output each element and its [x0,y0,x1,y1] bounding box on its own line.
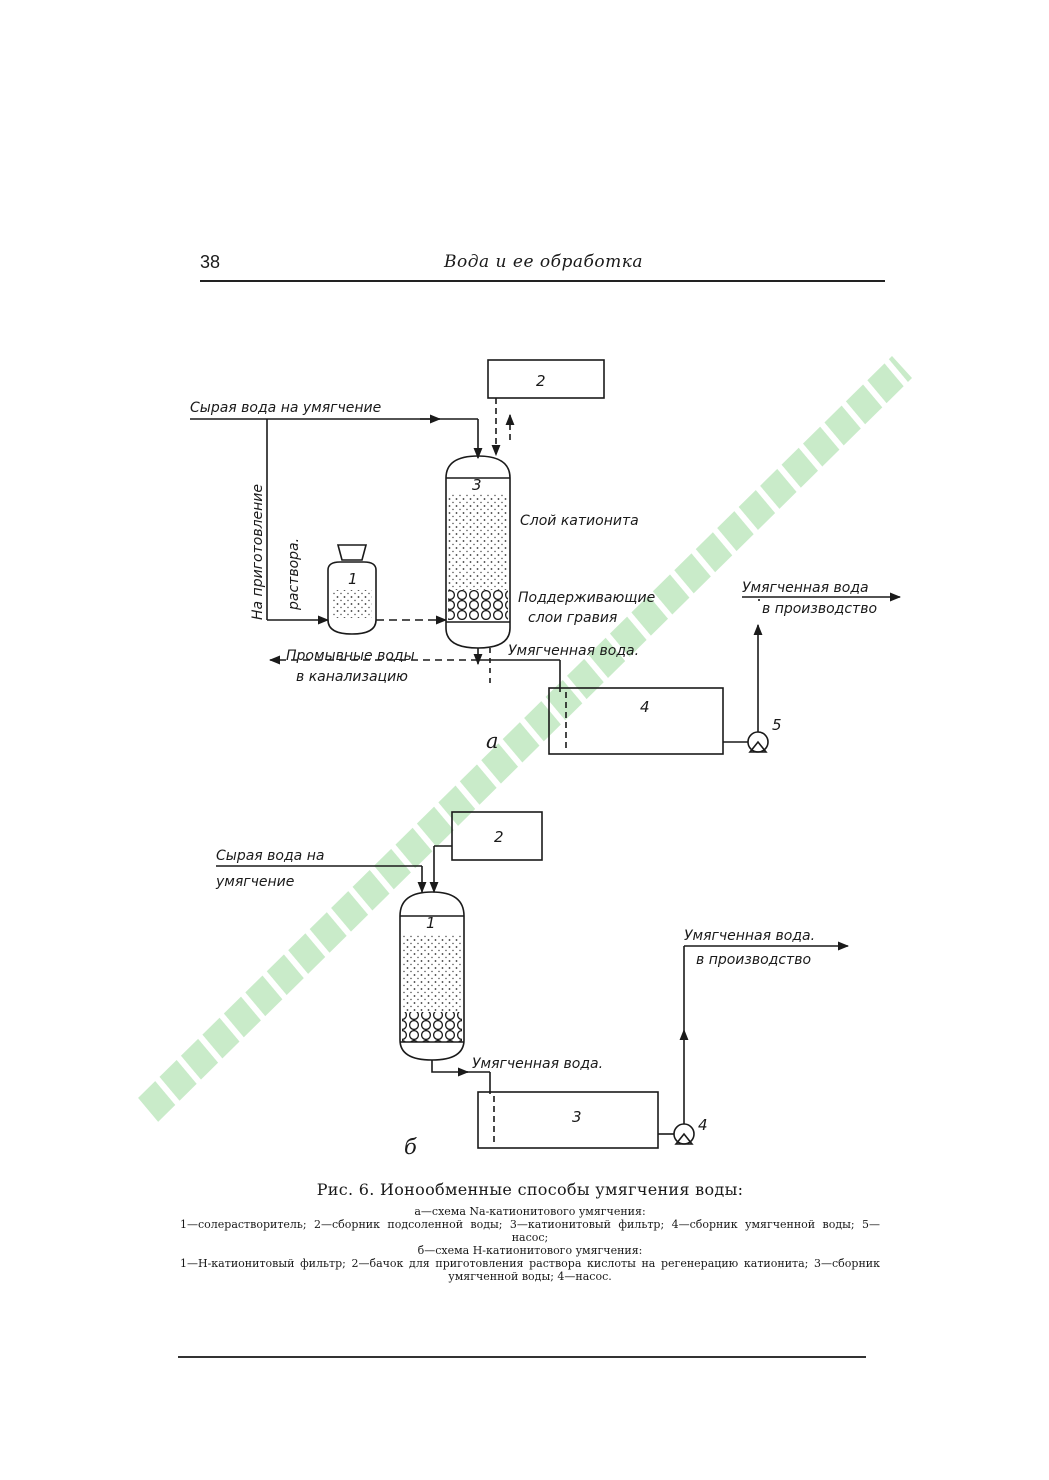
scheme-a [190,359,902,755]
num-3-a: 3 [472,476,482,494]
h-cation-filter [399,891,465,1061]
label-raw-water-b-2: умягчение [215,874,294,890]
running-header: 38 Вода и ее обработка [200,252,885,282]
label-softened-a: Умягченная вода. [508,643,639,659]
label-to-solution-1: На приготовление [250,484,266,620]
label-softened-b: Умягченная вода. [472,1056,603,1072]
page-number: 38 [200,252,221,272]
num-4-b: 4 [698,1116,708,1134]
cation-filter-a [445,455,511,649]
header-rule [200,280,885,282]
label-gravel-1: Поддерживающие [518,590,655,606]
label-to-solution-2: раствора. [286,538,302,611]
num-5-a: 5 [772,716,782,734]
label-wash-1: Промывные воды [286,648,415,664]
caption-a-head: а—схема Na-катионитового умягчения: [414,1205,646,1218]
caption-b-head: б—схема Н-катионитового умягчения: [417,1244,643,1257]
caption-a-body: 1—солерастворитель; 2—сборник подсоленно… [180,1218,880,1244]
figure-caption: Рис. 6. Ионообменные способы умягчения в… [180,1180,880,1283]
label-cationite-layer: Слой катионита [520,513,639,529]
label-to-production-b-2: в производство [696,952,811,968]
label-to-production-a-1: Умягченная вода [742,580,869,596]
label-to-production-b-1: Умягченная вода. [684,928,815,944]
num-2-a: 2 [536,372,546,390]
num-4-a: 4 [640,698,650,716]
salt-dissolver [327,544,377,635]
acid-tank-a [487,359,605,399]
label-raw-water-a: Сырая вода на умягчение [190,400,381,416]
label-raw-water-b-1: Сырая вода на [216,848,324,864]
num-1-a: 1 [348,570,358,588]
label-gravel-2: слои гравия [528,610,617,626]
caption-title: Рис. 6. Ионообменные способы умягчения в… [316,1180,744,1199]
footer-rule [178,1356,866,1358]
label-wash-2: в канализацию [296,669,408,685]
running-title: Вода и ее обработка [444,252,644,272]
scheme-b [216,811,850,1149]
num-1-b: 1 [426,914,436,932]
num-3-b: 3 [572,1108,582,1126]
softened-water-collector-b [477,1091,659,1149]
num-2-b: 2 [494,828,504,846]
sublabel-a: а [486,729,499,753]
softened-water-collector-a [548,687,724,755]
label-to-production-a-2: в производство [762,601,877,617]
sublabel-b: б [404,1135,417,1159]
caption-b-body: 1—Н-катионитовый фильтр; 2—бачок для при… [180,1257,880,1283]
acid-tank-b [451,811,543,861]
